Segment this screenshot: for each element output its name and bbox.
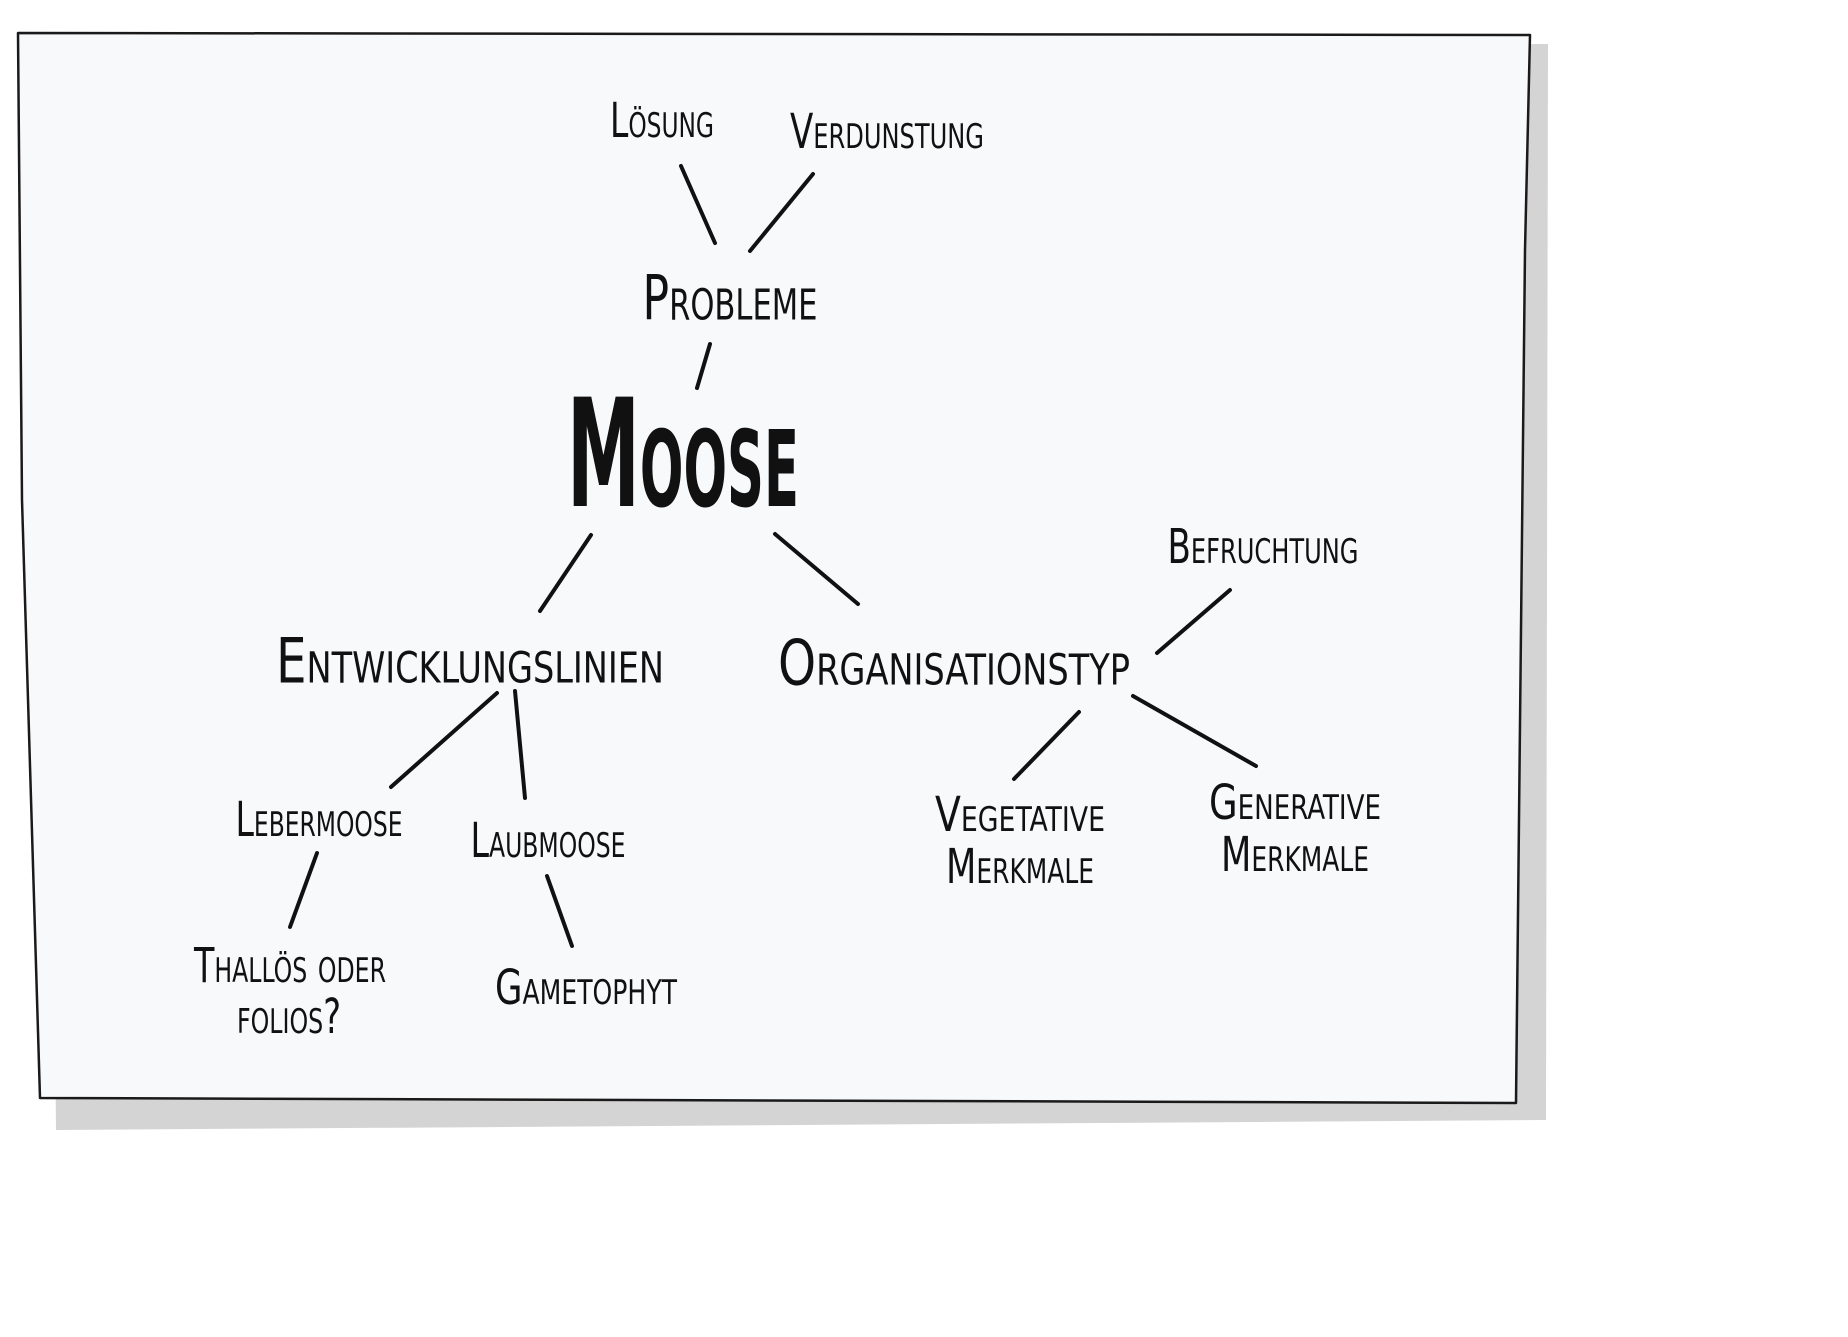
node-lineages-label: Entwicklungslinien: [276, 625, 664, 698]
edge-problems-evaporation: [748, 172, 815, 253]
edge-organization-generative: [1131, 694, 1258, 768]
node-fertilization-label: Befruchtung: [1168, 519, 1359, 575]
node-organization-label: Organisationstyp: [778, 627, 1130, 700]
edge-organization-fertilization: [1155, 588, 1232, 655]
edge-liverworts-thallose: [288, 851, 319, 929]
connectors: [288, 164, 1258, 948]
node-thallose-question-line2: folios?: [237, 989, 341, 1045]
edge-lineages-liverworts: [389, 691, 499, 789]
root-node-label: Moose: [567, 368, 799, 542]
node-liverworts-label: Lebermoose: [236, 792, 403, 848]
node-vegetative-line1: Vegetative: [935, 787, 1105, 843]
node-labels: Moose Probleme Lösung Verdunstung Entwic…: [193, 93, 1381, 1045]
node-generative-line1: Generative: [1209, 775, 1381, 831]
node-problems-label: Probleme: [643, 262, 818, 335]
edge-problems-solution: [679, 164, 717, 245]
node-solution-label: Lösung: [610, 93, 714, 149]
edge-organization-vegetative: [1012, 710, 1081, 781]
edge-root-problems: [695, 342, 712, 390]
node-gametophyte-label: Gametophyt: [495, 960, 677, 1016]
paper-sheet: [16, 31, 1532, 1105]
edge-root-organization: [773, 532, 860, 606]
edge-mosses-gametophyte: [545, 874, 574, 948]
node-generative-line2: Merkmale: [1221, 827, 1369, 883]
node-vegetative-line2: Merkmale: [946, 839, 1094, 895]
edge-root-lineages: [538, 533, 593, 613]
node-thallose-question-line1: Thallös oder: [193, 938, 386, 994]
edge-lineages-mosses: [513, 689, 527, 800]
node-mosses-label: Laubmoose: [471, 813, 626, 869]
node-evaporation-label: Verdunstung: [790, 104, 984, 160]
